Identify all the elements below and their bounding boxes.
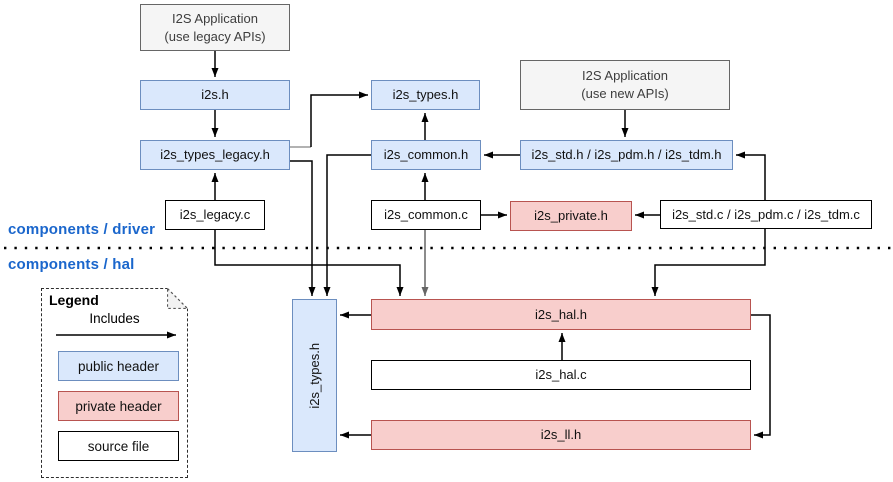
edge-i2s-common-h-to-i2s-types-h-hal	[323, 154, 371, 296]
legend: Legend Includes public header private he…	[41, 287, 189, 478]
node-label: I2S Application (use new APIs)	[581, 68, 669, 101]
node-i2s-common-c: i2s_common.c	[371, 200, 481, 230]
node-i2s-legacy-c: i2s_legacy.c	[165, 200, 265, 230]
node-i2s-common-h: i2s_common.h	[371, 140, 481, 170]
node-label: i2s_types_legacy.h	[160, 147, 270, 163]
node-label: i2s.h	[201, 87, 229, 103]
node-label: i2s_types.h	[306, 342, 322, 409]
legend-fold-corner-icon	[167, 287, 189, 309]
node-i2s-ll-h: i2s_ll.h	[371, 420, 751, 450]
edge-i2s-std-pdm-tdm-c-to-i2s-hal-h	[651, 229, 766, 296]
node-label: i2s_common.c	[384, 207, 468, 223]
legend-item-private-header: private header	[58, 391, 179, 421]
edge-i2s-std-pdm-tdm-c-to-i2s-std-pdm-tdm-h	[736, 151, 766, 200]
node-label: i2s_hal.h	[534, 306, 588, 322]
node-i2s-types-h-hal: i2s_types.h	[292, 299, 337, 452]
node-label: I2S Application (use legacy APIs)	[164, 10, 266, 44]
legend-title: Legend	[49, 292, 99, 308]
layer-label-hal: components / hal	[8, 256, 135, 273]
node-app-legacy: I2S Application (use legacy APIs)	[140, 4, 290, 51]
node-i2s-std-pdm-tdm-h: i2s_std.h / i2s_pdm.h / i2s_tdm.h	[520, 140, 733, 170]
node-label: i2s_types.h	[392, 87, 459, 103]
edge-i2s-hal-h-to-i2s-ll-h	[751, 314, 771, 439]
edge-i2s-legacy-c-to-i2s-hal-h	[214, 230, 404, 296]
node-i2s-types-h-driver: i2s_types.h	[371, 80, 480, 110]
edge-i2s-types-legacy-h-to-i2s-types-h-driver	[310, 91, 368, 147]
node-i2s-types-legacy-h: i2s_types_legacy.h	[140, 140, 290, 170]
node-label: i2s_std.h / i2s_pdm.h / i2s_tdm.h	[531, 147, 722, 163]
node-label: i2s_std.c / i2s_pdm.c / i2s_tdm.c	[672, 206, 860, 222]
node-label: i2s_hal.c	[535, 367, 587, 383]
node-label: i2s_private.h	[534, 208, 608, 224]
node-label: i2s_common.h	[383, 147, 469, 163]
node-i2s-std-pdm-tdm-c: i2s_std.c / i2s_pdm.c / i2s_tdm.c	[660, 200, 872, 229]
edge-i2s-types-legacy-h-to-i2s-types-h-hal	[290, 160, 316, 296]
node-label: i2s_legacy.c	[179, 207, 251, 223]
node-i2s-h: i2s.h	[140, 80, 290, 110]
legend-item-source-file: source file	[58, 431, 179, 461]
node-app-new: I2S Application (use new APIs)	[520, 60, 730, 110]
node-i2s-hal-c: i2s_hal.c	[371, 360, 751, 390]
node-i2s-private-h: i2s_private.h	[510, 201, 632, 231]
includes-arrow-icon	[56, 331, 176, 339]
node-label: i2s_ll.h	[540, 427, 582, 443]
legend-includes-label: Includes	[89, 311, 140, 326]
node-i2s-hal-h: i2s_hal.h	[371, 299, 751, 330]
legend-item-public-header: public header	[58, 351, 179, 381]
layer-label-driver: components / driver	[8, 221, 156, 238]
